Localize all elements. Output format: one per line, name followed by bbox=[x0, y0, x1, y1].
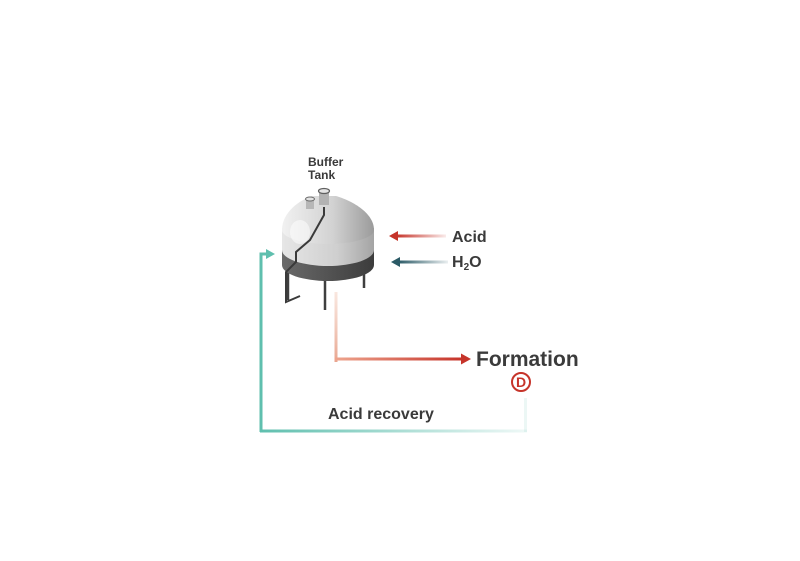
formation-output-line bbox=[334, 292, 471, 365]
acid-input-arrow bbox=[389, 231, 446, 241]
acid-recovery-loop bbox=[259, 249, 527, 433]
formation-badge: D bbox=[511, 372, 531, 392]
water-label: H2O bbox=[452, 255, 482, 273]
buffer-tank-label-line2: Tank bbox=[308, 168, 336, 182]
formation-label: Formation bbox=[476, 348, 579, 371]
water-input-arrow bbox=[391, 257, 448, 267]
buffer-tank-label-line1: Buffer bbox=[308, 155, 344, 169]
acid-recovery-label: Acid recovery bbox=[328, 406, 434, 423]
tank-nozzle-right bbox=[317, 187, 331, 205]
recovery-arrowhead bbox=[266, 249, 275, 259]
buffer-tank bbox=[282, 187, 374, 310]
buffer-tank-label: Buffer Tank bbox=[308, 156, 343, 182]
tank-dome-highlight bbox=[290, 220, 310, 244]
tank-pipe bbox=[285, 207, 325, 304]
water-label-subscript: 2 bbox=[463, 262, 470, 273]
water-label-h: H bbox=[452, 254, 464, 271]
water-label-o: O bbox=[469, 254, 482, 271]
tank-nozzle-left bbox=[305, 196, 315, 209]
acid-label: Acid bbox=[452, 229, 487, 246]
